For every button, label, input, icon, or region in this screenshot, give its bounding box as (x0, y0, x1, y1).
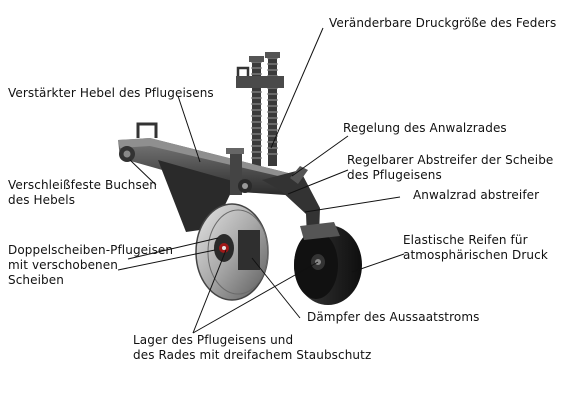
leader-lines (117, 27, 405, 334)
label-bushings: Verschleißfeste Buchsen des Hebels (8, 178, 158, 207)
label-pressure: Veränderbare Druckgröße des Feders (329, 16, 557, 30)
label-double-disc: Doppelscheiben-Pflugeisen mit verschoben… (8, 243, 174, 287)
roller-arm (238, 166, 320, 262)
opener-disc (195, 203, 269, 301)
label-roller-adjust: Regelung des Anwalzrades (343, 121, 507, 135)
label-tyres: Elastische Reifen für atmosphärischen Dr… (403, 233, 548, 262)
label-roller-scraper: Anwalzrad abstreifer (413, 188, 540, 202)
label-bearings: Lager des Pflugeisens und des Rades mit … (133, 333, 372, 362)
label-disc-scraper: Regelbarer Abstreifer der Scheibe des Pf… (347, 153, 554, 182)
label-lever: Verstärkter Hebel des Pflugeisens (8, 86, 214, 100)
press-wheel (294, 222, 362, 305)
label-damper: Dämpfer des Aussaatstroms (307, 310, 480, 324)
pressure-springs (236, 52, 284, 170)
lever (118, 122, 300, 232)
